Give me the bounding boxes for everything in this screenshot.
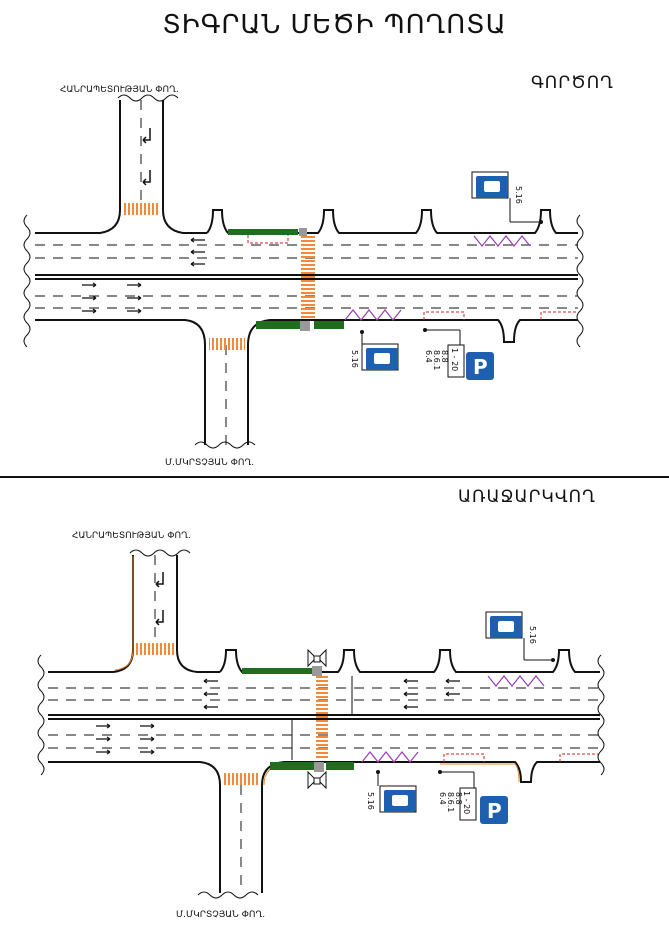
plate-line: 6.4 xyxy=(424,350,433,363)
parking-letter: P xyxy=(473,355,488,379)
north-road-edge xyxy=(162,100,207,234)
wavy-line xyxy=(23,214,31,348)
lane-arrows-eastbound xyxy=(96,723,155,755)
north-road-edge xyxy=(35,100,121,234)
crosswalk xyxy=(124,203,160,215)
parking-bay xyxy=(540,311,576,320)
plate-line: 8.6.1 xyxy=(432,350,441,370)
bus-stop-zigzag xyxy=(344,309,402,321)
plate-line: 6.4 xyxy=(438,792,447,805)
green-island xyxy=(256,321,300,329)
parking-bay xyxy=(443,753,485,762)
signal-post xyxy=(312,666,322,676)
plate-line: 8.8 xyxy=(454,792,463,805)
crosswalk xyxy=(316,675,328,759)
plate-small: 1 - 20 xyxy=(450,348,459,371)
parking-sign: P 6.4 8.6.1 8.8 1 - 20 xyxy=(438,770,508,824)
section-label-existing: ԳՈՐԾՈՂ xyxy=(531,73,614,93)
parking-letter: P xyxy=(487,799,502,823)
lane-arrows-westbound xyxy=(190,237,205,267)
page-title: ՏԻԳՐԱՆ ՄԵԾԻ ՊՈՂՈՏԱ xyxy=(162,10,507,40)
plate-line: 8.8 xyxy=(440,350,449,363)
bus-stop-sign: 5.16 xyxy=(366,770,417,813)
crosswalk xyxy=(224,773,260,785)
green-island xyxy=(314,321,344,329)
green-island xyxy=(326,762,354,770)
bus-stop-sign: 5.16 xyxy=(350,330,399,371)
traffic-light-icon xyxy=(307,770,327,790)
wavy-line xyxy=(576,214,584,348)
signal-post xyxy=(314,762,324,772)
crosswalk xyxy=(136,643,174,655)
wavy-line xyxy=(117,94,179,102)
parking-bay xyxy=(559,753,598,762)
signal-post xyxy=(300,321,310,331)
traffic-light-icon xyxy=(307,648,327,668)
bus-stop-sign: 5.16 xyxy=(471,171,543,224)
green-island xyxy=(270,762,314,770)
lane-arrow-icon xyxy=(142,170,151,186)
diagram-proposed: 5.16 5.16 P 6.4 8.6.1 8.8 1 - 20 ՀԱՆՐԱՊԵ… xyxy=(37,531,605,920)
street-name-top: ՀԱՆՐԱՊԵՏՈՒԹՅԱՆ ՓՈՂ. xyxy=(72,531,191,541)
sign-code: 5.16 xyxy=(514,186,523,204)
bus-stop-zigzag xyxy=(473,235,531,247)
green-island xyxy=(242,668,312,674)
parking-sign: P 6.4 8.6.1 8.8 1 - 20 xyxy=(423,328,494,380)
sign-code: 5.16 xyxy=(350,350,359,368)
bus-stop-zigzag xyxy=(487,675,545,687)
lane-arrows-westbound xyxy=(203,678,460,710)
diagram-existing: 5.16 5.16 P 6.4 8.6.1 8.8 1 - 20 ՀԱՆՐԱՊԵ… xyxy=(23,85,584,468)
bus-stop-zigzag xyxy=(361,751,419,763)
main-road-bottom-edge xyxy=(35,319,206,445)
street-name-top: ՀԱՆՐԱՊԵՏՈՒԹՅԱՆ ՓՈՂ. xyxy=(60,85,179,95)
signal-post xyxy=(299,228,307,236)
crosswalk xyxy=(301,235,315,319)
main-road-bottom-edge xyxy=(247,319,578,445)
crosswalk xyxy=(209,338,245,350)
sign-code: 5.16 xyxy=(528,626,537,644)
plate-small: 1 - 20 xyxy=(462,791,471,814)
street-name-bottom: Մ.ՄԿՐՏՉՅԱՆ ՓՈՂ. xyxy=(165,458,254,468)
plate-line: 8.6.1 xyxy=(446,792,455,812)
sign-code: 5.16 xyxy=(366,792,375,810)
street-name-bottom: Մ.ՄԿՐՏՉՅԱՆ ՓՈՂ. xyxy=(176,910,265,920)
lane-arrow-icon xyxy=(142,128,151,144)
parking-bay xyxy=(423,311,465,320)
bus-stop-sign: 5.16 xyxy=(485,611,555,662)
green-island xyxy=(228,229,298,235)
lane-arrows-eastbound xyxy=(82,282,142,314)
main-road-top-edge xyxy=(206,209,578,234)
section-label-proposed: ԱՌԱՋԱՐԿՎՈՂ xyxy=(458,487,596,507)
parking-bay xyxy=(247,235,289,244)
